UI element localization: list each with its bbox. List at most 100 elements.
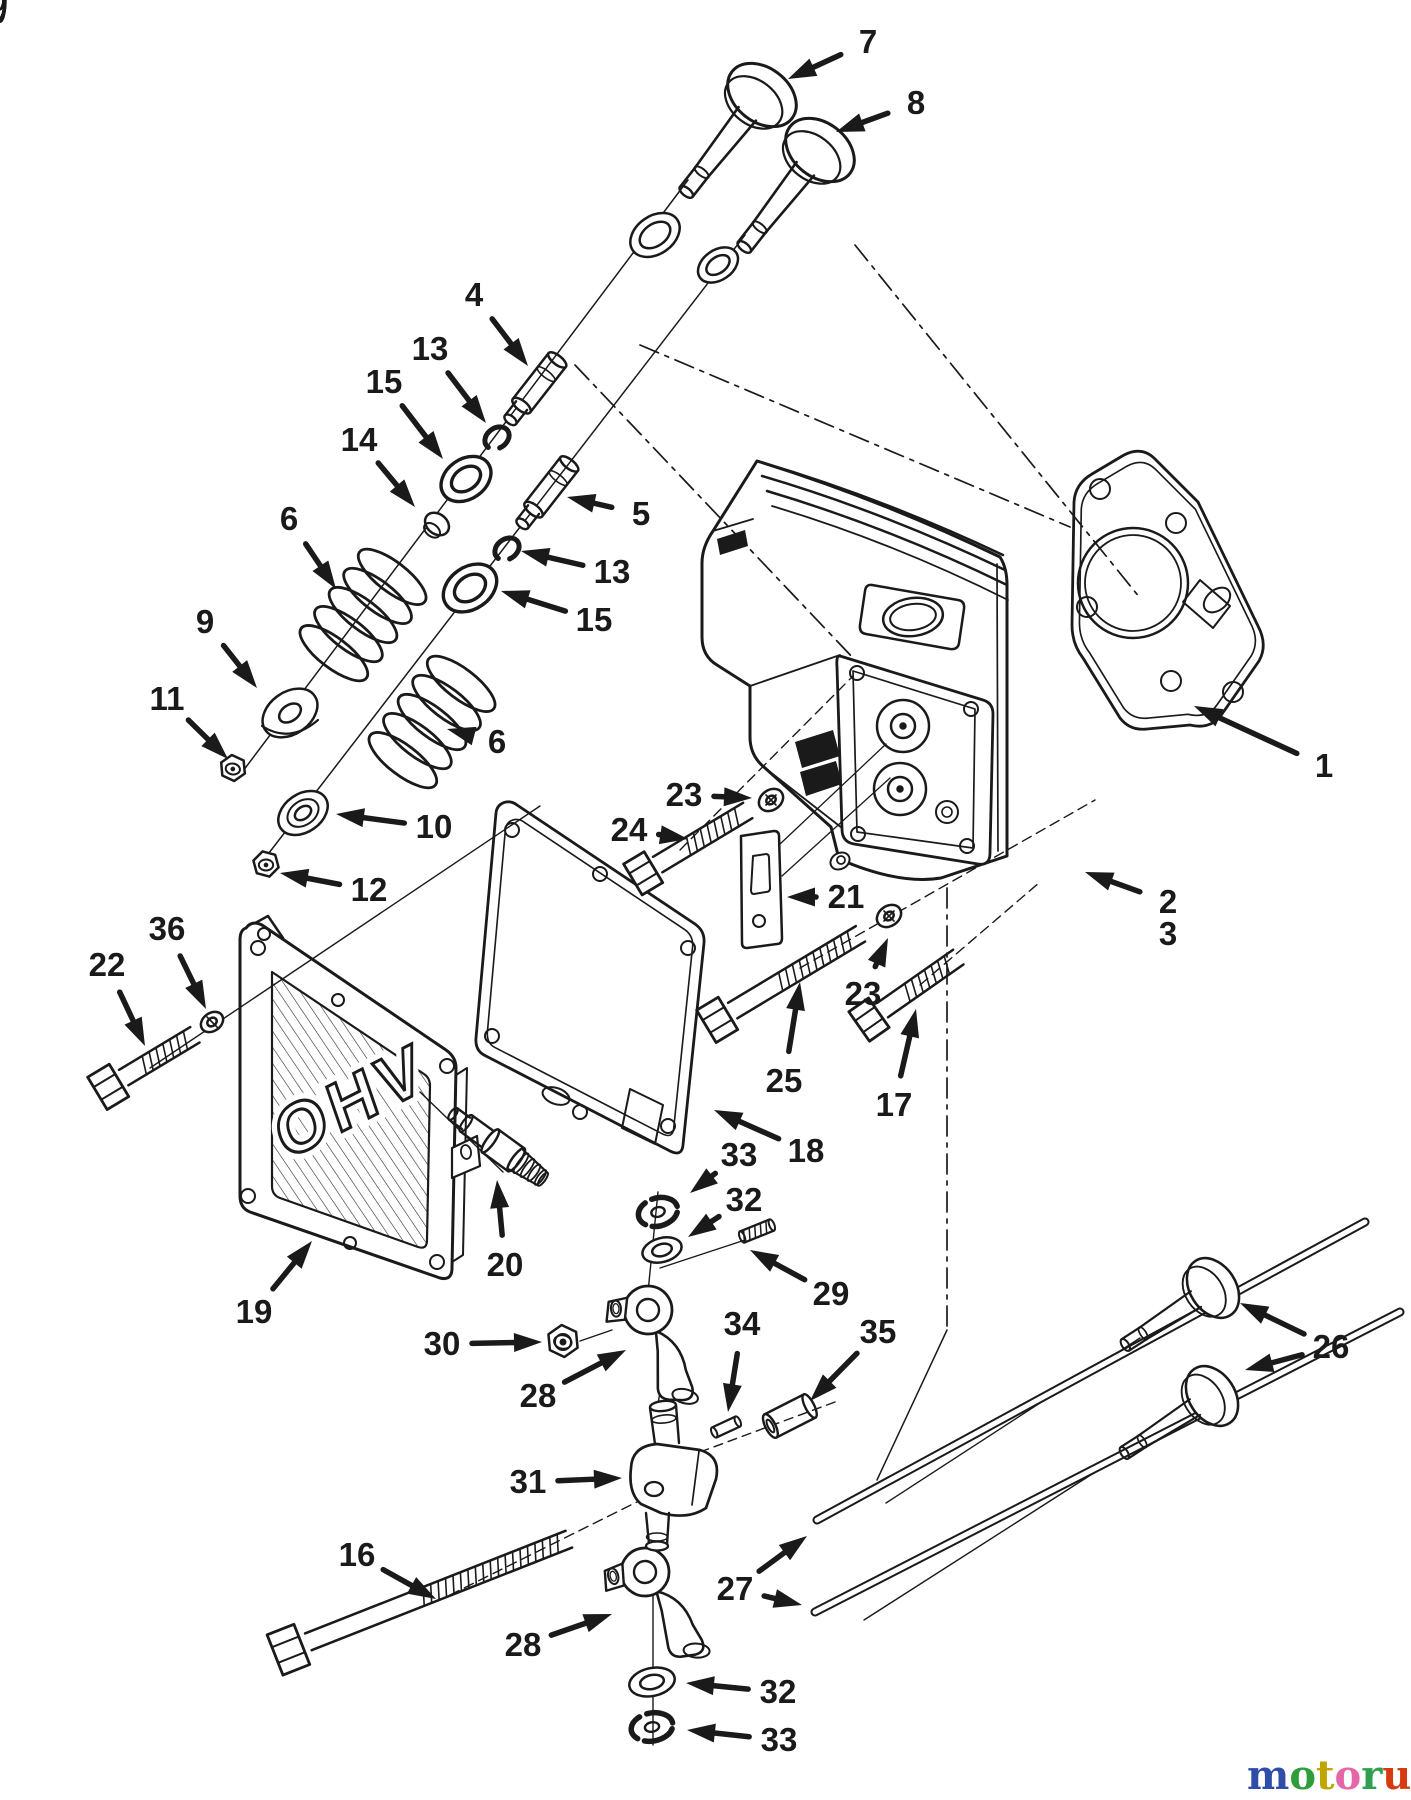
part-label-32: 32 [726, 1181, 763, 1218]
leader-arrowhead [690, 1168, 718, 1193]
leader-arrow [548, 1618, 594, 1638]
leader-arrow [1102, 876, 1143, 895]
leader-arrowhead [389, 479, 415, 507]
part-label-6: 6 [488, 723, 506, 760]
part-label-19: 19 [236, 1293, 273, 1330]
part-label-8: 8 [907, 84, 925, 121]
leader-arrow [298, 874, 343, 888]
leader-arrowhead [513, 1333, 542, 1353]
leader-arrow [1257, 1309, 1307, 1337]
part-label-30: 30 [424, 1325, 461, 1362]
part-label-1: 1 [1315, 747, 1333, 784]
leader-arrowhead [714, 1110, 744, 1131]
leader-arrowhead [867, 938, 888, 968]
leader-arrowhead [723, 1382, 742, 1412]
part-label-29: 29 [813, 1275, 850, 1312]
leader-arrowhead [686, 1676, 715, 1696]
part-label-9: 9 [196, 603, 214, 640]
leader-arrow [380, 1566, 420, 1592]
part-label-34: 34 [724, 1305, 761, 1342]
leader-arrowhead [286, 1241, 312, 1269]
part-label-28: 28 [505, 1626, 542, 1663]
part-label-18: 18 [788, 1132, 825, 1169]
part-label-14: 14 [341, 421, 378, 458]
leader-arrowhead [501, 590, 531, 609]
leader-arrowhead [836, 113, 866, 132]
part-label-31: 31 [510, 1463, 547, 1500]
leader-arrow [177, 953, 200, 992]
leader-arrow [399, 403, 433, 445]
part-label-2: 2 [1159, 883, 1177, 920]
part-label-13: 13 [412, 330, 449, 367]
leader-arrowhead [521, 548, 551, 567]
leader-arrow [805, 51, 844, 73]
part-label-17: 17 [876, 1086, 913, 1123]
leader-arrow [728, 1350, 741, 1394]
leader-arrow [270, 1255, 301, 1292]
part-label-15: 15 [576, 601, 613, 638]
part-label-12: 12 [351, 871, 388, 908]
leader-arrow [116, 989, 139, 1029]
leader-arrowhead [447, 726, 477, 746]
leader-arrowhead [582, 1614, 612, 1633]
leader-arrow [539, 553, 586, 569]
leader-arrowhead [312, 560, 336, 589]
leader-arrowhead [232, 660, 257, 688]
leader-arrowhead [336, 808, 366, 828]
part-label-3: 3 [1159, 915, 1177, 952]
leader-arrow [519, 594, 569, 614]
leader-arrow [756, 1546, 793, 1574]
leader-arrow [731, 1116, 782, 1142]
leader-arrowhead [201, 732, 228, 759]
part-label-15: 15 [366, 363, 403, 400]
leader-arrowhead [1194, 706, 1224, 727]
leader-arrow [555, 1476, 603, 1484]
major-castings-artwork [238, 449, 1265, 1280]
leader-arrow [705, 1682, 751, 1692]
part-label-28: 28 [520, 1377, 557, 1414]
part-label-6: 6 [280, 500, 298, 537]
leader-arrowhead [593, 1469, 622, 1489]
part-label-24: 24 [611, 811, 648, 848]
leader-arrowhead [124, 1016, 145, 1046]
leader-arrowhead [688, 1213, 717, 1237]
leader-arrow [355, 814, 408, 826]
part-label-26: 26 [1313, 1328, 1350, 1365]
part-label-4: 4 [465, 276, 484, 313]
leader-arrow [489, 316, 518, 352]
part-label-11: 11 [150, 680, 185, 717]
watermark-logo: motoruf.de [1247, 1752, 1411, 1799]
part-label-25: 25 [766, 1062, 803, 1099]
parts-artwork [0, 0, 1405, 1745]
part-label-27: 27 [717, 1570, 754, 1607]
leader-arrowhead [418, 430, 443, 459]
part-label-5: 5 [632, 495, 650, 532]
leader-arrowhead [503, 337, 528, 366]
leader-arrow [561, 1357, 610, 1385]
part-label-23: 23 [666, 776, 703, 813]
part-label-7: 7 [859, 23, 877, 60]
leader-arrowhead [461, 394, 486, 423]
part-label-10: 10 [416, 808, 453, 845]
part-label-35: 35 [860, 1313, 897, 1350]
leader-arrow [822, 1350, 860, 1389]
leader-arrow [1263, 1352, 1305, 1368]
part-label-33: 33 [761, 1721, 798, 1758]
leader-arrowhead [687, 1723, 716, 1743]
part-label-33: 33 [721, 1136, 758, 1173]
part-label-32: 32 [760, 1673, 797, 1710]
leader-arrowhead [658, 825, 688, 845]
leader-arrowhead [778, 1536, 807, 1561]
leader-arrowhead [900, 1009, 920, 1039]
leader-arrow [706, 1729, 752, 1740]
leader-arrowhead [772, 1589, 802, 1608]
leader-arrowhead [406, 1577, 436, 1599]
leader-arrow [1211, 712, 1300, 757]
leader-arrow [445, 370, 476, 409]
leader-arrowhead [1245, 1353, 1275, 1372]
leader-arrowhead [787, 887, 815, 907]
part-label-23: 23 [845, 975, 882, 1012]
part-label-13: 13 [594, 553, 631, 590]
leader-arrowhead [596, 1350, 626, 1372]
